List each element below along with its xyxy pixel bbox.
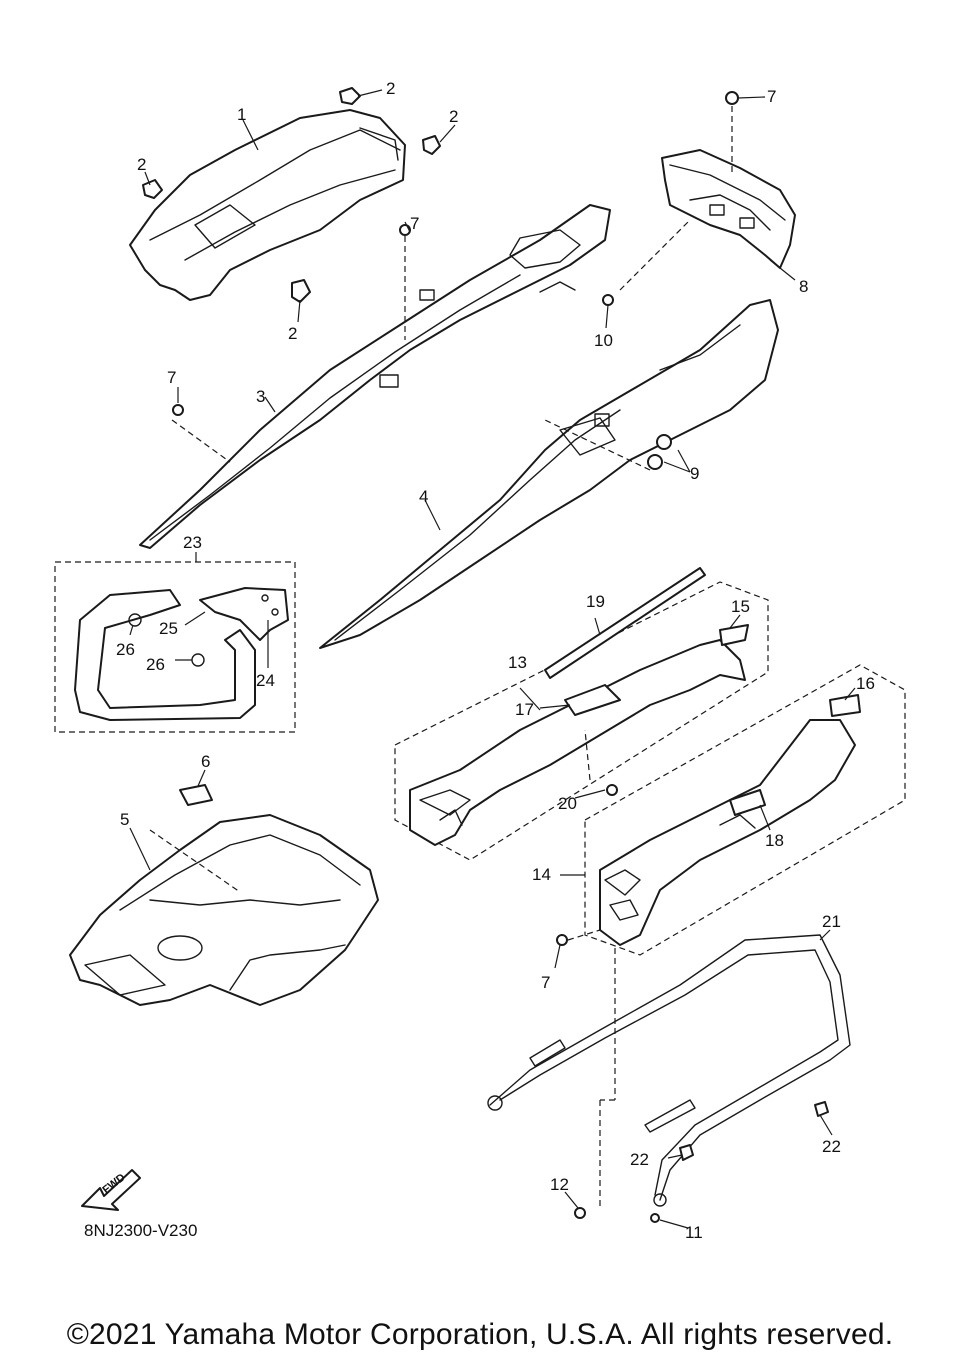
callout-7b: 7 xyxy=(410,214,419,233)
callout-2a: 2 xyxy=(386,79,395,98)
callout-22a: 22 xyxy=(822,1137,841,1156)
callout-2d: 2 xyxy=(288,324,297,343)
callout-6: 6 xyxy=(201,752,210,771)
callout-7c: 7 xyxy=(167,368,176,387)
callout-2b: 2 xyxy=(449,107,458,126)
part-2-clips[interactable] xyxy=(142,87,441,303)
callout-17: 17 xyxy=(515,700,534,719)
callout-12: 12 xyxy=(550,1175,569,1194)
callout-7d: 7 xyxy=(541,973,550,992)
callout-23: 23 xyxy=(183,533,202,552)
part-5-storage-tray[interactable] xyxy=(69,814,379,1006)
callout-4: 4 xyxy=(419,487,428,506)
callout-14: 14 xyxy=(532,865,551,884)
copyright-notice: ©2021 Yamaha Motor Corporation, U.S.A. A… xyxy=(66,1318,894,1351)
part-4-side-panel[interactable] xyxy=(319,299,779,649)
callout-15: 15 xyxy=(731,597,750,616)
callout-2c: 2 xyxy=(137,155,146,174)
callout-21: 21 xyxy=(822,912,841,931)
part-19-trim-strip[interactable] xyxy=(544,567,706,679)
forward-direction-arrow-icon: FWD xyxy=(81,1169,141,1211)
part-1-seat-cover[interactable] xyxy=(129,109,406,301)
part-3-side-cover[interactable] xyxy=(139,204,611,549)
callout-11: 11 xyxy=(685,1223,703,1242)
diagram-code: 8NJ2300-V230 xyxy=(84,1221,197,1240)
part-23-handle-assembly[interactable] xyxy=(54,561,296,733)
callout-10: 10 xyxy=(594,331,613,350)
callout-1: 1 xyxy=(237,105,246,124)
callout-26a: 26 xyxy=(116,640,135,659)
callout-18: 18 xyxy=(765,831,784,850)
part-14-lower-side-assembly[interactable] xyxy=(584,664,906,956)
callout-13: 13 xyxy=(508,653,527,672)
callout-3: 3 xyxy=(256,387,265,406)
callout-9: 9 xyxy=(690,464,699,483)
callout-24: 24 xyxy=(256,671,275,690)
callout-8: 8 xyxy=(799,277,808,296)
part-6-label[interactable] xyxy=(179,784,213,806)
leader-lines xyxy=(129,89,856,1229)
callout-19: 19 xyxy=(586,592,605,611)
callout-26b: 26 xyxy=(146,655,165,674)
callout-labels: 1 2 2 2 2 7 7 7 7 8 10 3 4 9 23 19 15 25… xyxy=(84,79,875,1242)
callout-25: 25 xyxy=(159,619,178,638)
callout-20: 20 xyxy=(558,794,577,813)
part-21-hand-rail[interactable] xyxy=(487,934,851,1207)
callout-5: 5 xyxy=(120,810,129,829)
part-13-upper-side-assembly[interactable] xyxy=(394,581,769,861)
callout-16: 16 xyxy=(856,674,875,693)
part-8-rear-bracket[interactable] xyxy=(661,149,796,269)
callout-7a: 7 xyxy=(767,87,776,106)
callout-22b: 22 xyxy=(630,1150,649,1169)
